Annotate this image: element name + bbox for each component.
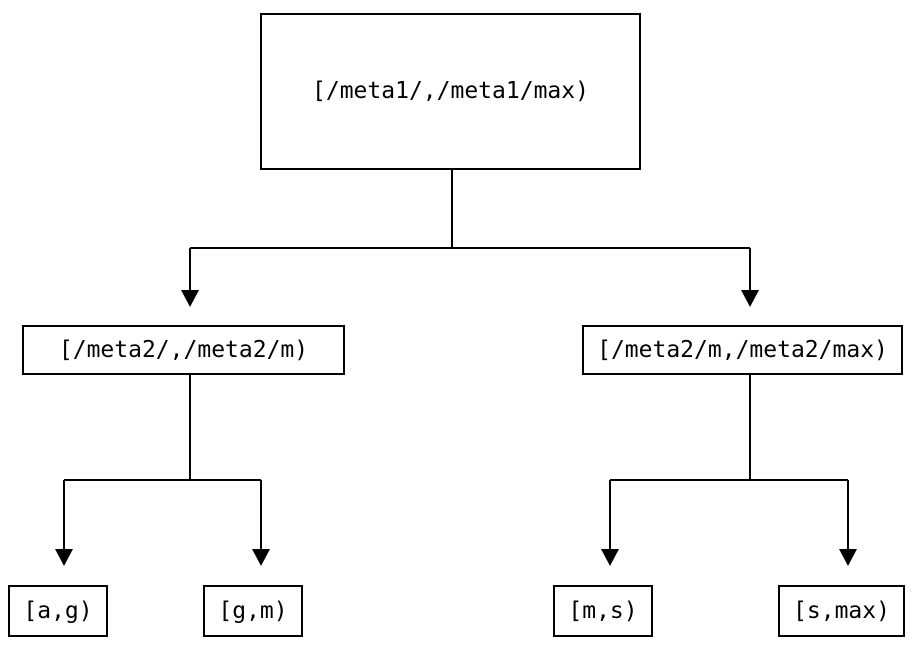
node-label: [g,m) <box>218 597 288 624</box>
edge-left-split <box>63 375 262 549</box>
tree-node-leaf-ms: [m,s) <box>553 585 653 637</box>
arrowhead-down-icon <box>839 549 857 566</box>
edge-root-split <box>189 170 751 290</box>
node-label: [/meta2/m,/meta2/max) <box>597 336 888 363</box>
node-label: [/meta2/,/meta2/m) <box>58 336 309 363</box>
node-label: [a,g) <box>23 597 93 624</box>
node-label: [/meta1/,/meta1/max) <box>312 78 589 104</box>
node-label: [m,s) <box>568 597 638 624</box>
arrowhead-down-icon <box>601 549 619 566</box>
tree-node-leaf-ag: [a,g) <box>8 585 108 637</box>
node-label: [s,max) <box>793 597 890 624</box>
arrowhead-down-icon <box>252 549 270 566</box>
edge-right-split <box>609 375 849 549</box>
tree-node-leaf-smax: [s,max) <box>778 585 905 637</box>
tree-node-root: [/meta1/,/meta1/max) <box>260 13 641 170</box>
arrowhead-down-icon <box>181 290 199 307</box>
tree-node-meta2-left: [/meta2/,/meta2/m) <box>22 325 345 375</box>
tree-node-leaf-gm: [g,m) <box>203 585 303 637</box>
tree-node-meta2-right: [/meta2/m,/meta2/max) <box>582 325 903 375</box>
arrowhead-down-icon <box>741 290 759 307</box>
arrowhead-down-icon <box>55 549 73 566</box>
